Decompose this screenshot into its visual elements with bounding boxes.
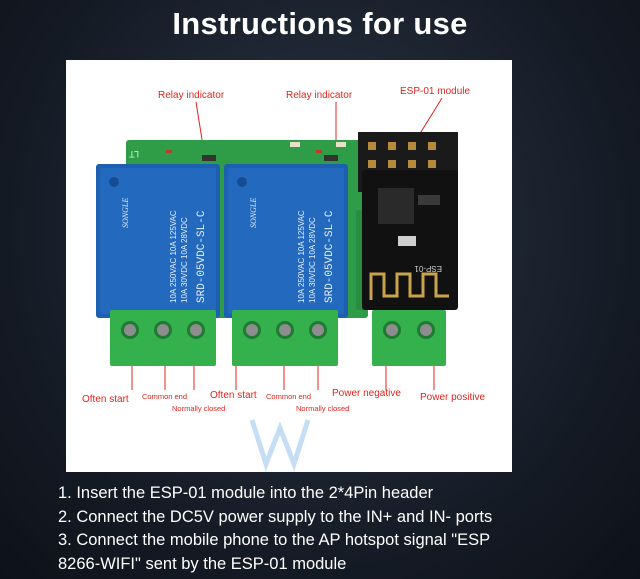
- relay-2-rating-b: 10A 30VDC 10A 28VDC: [308, 217, 317, 303]
- relay-1: SRD-05VDC-SL-C 10A 250VAC 10A 125VAC 10A…: [96, 164, 220, 318]
- label-esp-01-module: ESP-01 module: [400, 86, 471, 97]
- page-title: Instructions for use: [172, 6, 468, 41]
- relay-2-brand: SONGLE: [249, 198, 258, 228]
- instruction-steps: 1. Insert the ESP-01 module into the 2*4…: [58, 482, 638, 576]
- instruction-step-3-continued: 8266-WIFI" sent by the ESP-01 module: [58, 554, 347, 573]
- label-often-start-1: Often start: [82, 394, 129, 405]
- label-power-positive: Power positive: [420, 392, 486, 403]
- label-common-end-1: Common end: [142, 392, 188, 401]
- label-relay-indicator-2: Relay indicator: [286, 90, 353, 101]
- terminal-block-2: [232, 310, 338, 366]
- instruction-step-2: 2. Connect the DC5V power supply to the …: [58, 507, 493, 526]
- esp-01-chip-label: ESP-01: [414, 264, 442, 273]
- label-often-start-2: Often start: [210, 390, 257, 401]
- svg-text:LT: LT: [129, 149, 139, 159]
- instruction-step-1: 1. Insert the ESP-01 module into the 2*4…: [58, 484, 434, 502]
- relay-1-rating-b: 10A 30VDC 10A 28VDC: [180, 217, 189, 303]
- product-photo: LT SRD-05VDC-SL-C 10A 250VAC 10A 125VAC …: [66, 60, 512, 472]
- relay-1-brand: SONGLE: [121, 198, 130, 228]
- relay-2: SRD-05VDC-SL-C 10A 250VAC 10A 125VAC 10A…: [224, 164, 348, 318]
- relay-1-model: SRD-05VDC-SL-C: [196, 210, 208, 303]
- label-normally-closed-2: Normally closed: [296, 404, 350, 413]
- instruction-step-3: 3. Connect the mobile phone to the AP ho…: [58, 531, 491, 549]
- relay-board-illustration: LT SRD-05VDC-SL-C 10A 250VAC 10A 125VAC …: [96, 97, 458, 472]
- terminal-block-1: [110, 310, 216, 366]
- label-relay-indicator-1: Relay indicator: [158, 90, 225, 101]
- relay-2-model: SRD-05VDC-SL-C: [324, 210, 336, 303]
- esp-01-module: ESP-01: [358, 132, 458, 310]
- watermark-logo: [249, 419, 311, 472]
- label-normally-closed-1: Normally closed: [172, 404, 226, 413]
- terminal-block-power: [372, 310, 446, 366]
- relay-1-rating-a: 10A 250VAC 10A 125VAC: [169, 210, 178, 303]
- relay-2-rating-a: 10A 250VAC 10A 125VAC: [297, 210, 306, 303]
- label-common-end-2: Common end: [266, 392, 312, 401]
- relay-indicator-led-2: [316, 150, 322, 153]
- label-power-negative: Power negative: [332, 388, 401, 399]
- relay-indicator-led-1: [166, 150, 172, 153]
